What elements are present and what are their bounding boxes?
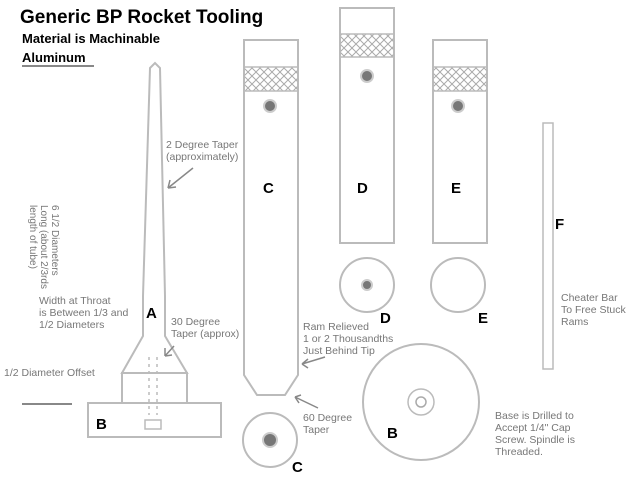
note-ram-relief: Ram Relieved 1 or 2 Thousandths Just Beh… [303, 321, 394, 357]
end-view-b [362, 343, 480, 461]
ram-d [339, 7, 395, 244]
label-b-end: B [387, 425, 398, 442]
spindle-a-shoulder [121, 372, 188, 404]
label-d: D [357, 180, 368, 197]
knurl-band-c [243, 66, 299, 92]
end-view-d [339, 257, 395, 313]
note-30-degree-taper: 30 Degree Taper (approx) [171, 316, 240, 340]
end-view-e [430, 257, 486, 313]
label-e: E [451, 180, 462, 197]
hole-c [263, 99, 277, 113]
label-d-end: D [380, 310, 391, 327]
subtitle-material: Material is Machinable [22, 31, 160, 46]
base-b-screw [144, 419, 162, 430]
spindle-centerlines [148, 357, 158, 415]
label-a: A [146, 305, 157, 322]
hole-end-d [361, 279, 373, 291]
ram-c [243, 39, 299, 396]
knurl-band-e [432, 66, 488, 92]
label-c: C [263, 180, 274, 197]
label-b: B [96, 416, 107, 433]
note-2-degree-taper: 2 Degree Taper (approximately) [166, 139, 239, 163]
note-cheater-bar: Cheater Bar To Free Stuck Rams [561, 292, 626, 328]
cheater-bar-f [542, 122, 554, 370]
hole-end-b [415, 396, 427, 408]
note-base: Base is Drilled to Accept 1/4" Cap Screw… [495, 410, 575, 458]
end-view-b-inner [407, 388, 435, 416]
arrow-2-degree-taper [167, 167, 194, 189]
subtitle-aluminum: Aluminum [22, 50, 86, 65]
arrow-30-degree-taper [164, 345, 175, 357]
knurl-band-d [339, 33, 395, 58]
hole-e [451, 99, 465, 113]
note-diameters: 6 1/2 Diameters Long (about 2/3rds lengt… [27, 205, 60, 289]
spindle-a [120, 61, 189, 374]
hole-end-c [262, 432, 278, 448]
ram-e [432, 39, 488, 244]
note-throat: Width at Throat is Between 1/3 and 1/2 D… [39, 295, 129, 331]
label-f: F [555, 216, 565, 233]
note-offset: 1/2 Diameter Offset [4, 367, 95, 379]
page-title: Generic BP Rocket Tooling [20, 7, 264, 28]
label-e-end: E [478, 310, 489, 327]
end-view-c [242, 412, 298, 468]
arrow-60-degree-taper [294, 394, 319, 409]
label-c-end: C [292, 459, 303, 476]
arrow-ram-relief [301, 356, 326, 369]
hole-d [360, 69, 374, 83]
base-b [87, 402, 222, 438]
note-60-degree-taper: 60 Degree Taper [303, 412, 353, 436]
